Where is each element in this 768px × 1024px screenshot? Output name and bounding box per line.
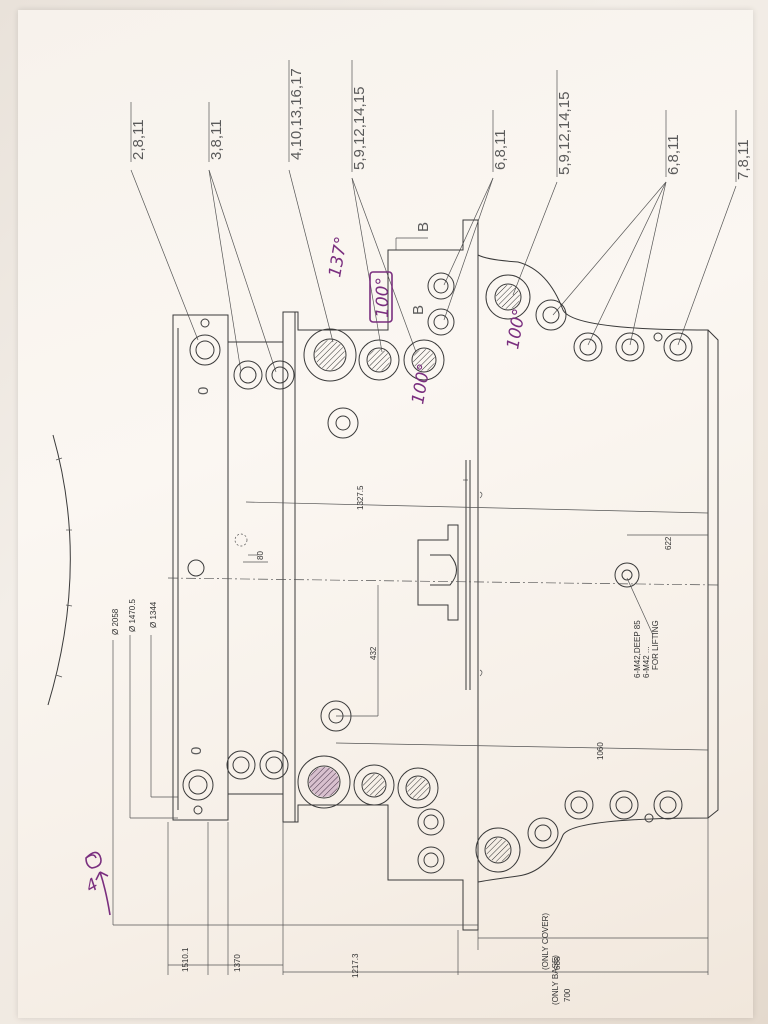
svg-text:B: B [415, 222, 432, 232]
svg-text:7,8,11: 7,8,11 [735, 139, 752, 180]
svg-text:1370: 1370 [233, 954, 242, 972]
svg-text:1327.5: 1327.5 [356, 485, 365, 510]
svg-text:3,8,11: 3,8,11 [208, 119, 225, 160]
svg-text:1510.1: 1510.1 [181, 947, 190, 972]
svg-text:Ø 2058: Ø 2058 [111, 608, 120, 635]
svg-text:6,8,11: 6,8,11 [492, 129, 509, 170]
svg-text:6-M42 ...: 6-M42 ... [642, 646, 651, 678]
svg-text:(ONLY COVER): (ONLY COVER) [541, 913, 550, 970]
balloon-b7: 6,8,11 [665, 110, 682, 177]
svg-text:4: 4 [83, 875, 102, 898]
balloon-b3: 4,10,13,16,17 [288, 60, 305, 162]
balloon-b2: 3,8,11 [208, 102, 225, 162]
marker-o-top: 0 [195, 387, 212, 395]
holes-top [189, 272, 693, 439]
svg-text:700: 700 [563, 988, 572, 1002]
svg-text:1060: 1060 [596, 742, 605, 760]
svg-text:6,8,11: 6,8,11 [665, 134, 682, 175]
svg-text:100°: 100° [373, 277, 393, 318]
svg-text:622: 622 [664, 536, 673, 550]
svg-text:B: B [410, 305, 427, 315]
lifting-note: 6-M42,DEEP 85 6-M42 ... FOR LIFTING [633, 620, 660, 678]
handwritten-annotations: 137° 100° 100° 100° 4 [83, 235, 530, 916]
centerlines [167, 554, 719, 586]
svg-text:(ONLY BASE): (ONLY BASE) [551, 955, 560, 1005]
balloon-b4: 5,9,12,14,15 [351, 60, 368, 172]
svg-text:Ø 1344: Ø 1344 [149, 601, 158, 628]
dimensions: 1327.5 80 432 622 1060 Ø 2058 Ø 1470.5 Ø… [111, 485, 709, 1005]
svg-text:100°: 100° [408, 362, 435, 406]
balloon-b8: 7,8,11 [735, 110, 752, 182]
svg-text:137°: 137° [325, 235, 352, 279]
svg-text:4,10,13,16,17: 4,10,13,16,17 [288, 68, 305, 160]
leader-lines [130, 169, 737, 373]
svg-text:6-M42,DEEP 85: 6-M42,DEEP 85 [633, 620, 642, 678]
balloon-b6: 5,9,12,14,15 [556, 70, 573, 177]
svg-text:Ø 1470.5: Ø 1470.5 [128, 599, 137, 632]
svg-text:80: 80 [256, 551, 265, 560]
drawing-sheet: 2,8,11 3,8,11 4,10,13,16,17 5,9,12,14,15… [18, 10, 753, 1018]
svg-text:432: 432 [369, 646, 378, 660]
marker-o-bottom: 0 [188, 747, 205, 755]
svg-text:5,9,12,14,15: 5,9,12,14,15 [351, 87, 368, 170]
svg-text:5,9,12,14,15: 5,9,12,14,15 [556, 92, 573, 175]
svg-text:100°: 100° [503, 307, 530, 351]
svg-text:FOR LIFTING: FOR LIFTING [651, 620, 660, 670]
balloon-b5: 6,8,11 [492, 110, 509, 172]
svg-text:2,8,11: 2,8,11 [130, 119, 147, 160]
svg-text:688: 688 [553, 956, 562, 970]
holes-bottom [182, 533, 683, 874]
part-drawing: 2,8,11 3,8,11 4,10,13,16,17 5,9,12,14,15… [47, 60, 752, 1005]
part-body [172, 219, 719, 931]
svg-text:1217.3: 1217.3 [351, 953, 360, 978]
hatched-bores [309, 285, 520, 862]
outer-arc [47, 434, 73, 706]
section-mark-b: B B [395, 222, 432, 315]
balloon-b1: 2,8,11 [130, 102, 147, 162]
